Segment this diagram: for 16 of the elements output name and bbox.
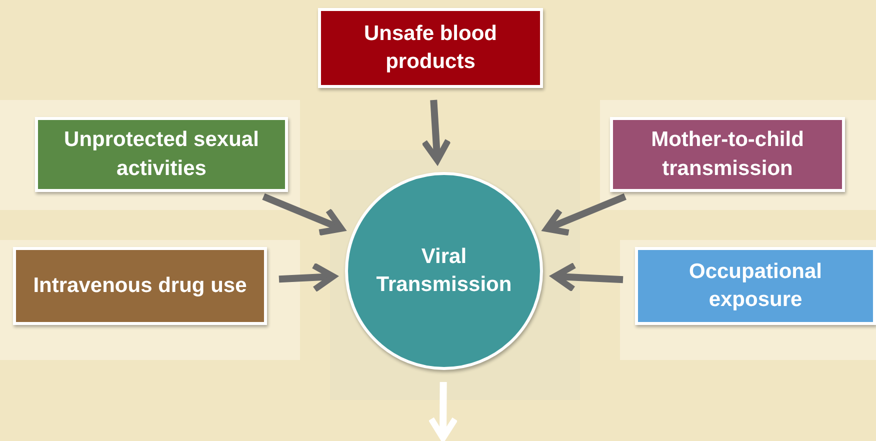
arrow [262, 193, 345, 236]
node-label: Occupational exposure [688, 258, 824, 313]
cause-box [35, 117, 288, 192]
cause-box [13, 247, 267, 325]
arrow [278, 262, 336, 292]
cause-box [610, 117, 845, 192]
node-label: Unsafe blood products [362, 20, 498, 75]
node-label: Unprotected sexual activities [63, 127, 260, 182]
node-label: Viral Transmission [375, 244, 513, 298]
node-label: Mother-to-child transmission [650, 127, 805, 182]
arrow [552, 262, 624, 292]
arrow [421, 100, 452, 164]
cause-box [318, 8, 543, 88]
node-label: Intravenous drug use [33, 272, 247, 299]
arrow [544, 193, 626, 236]
cause-box [635, 247, 876, 325]
